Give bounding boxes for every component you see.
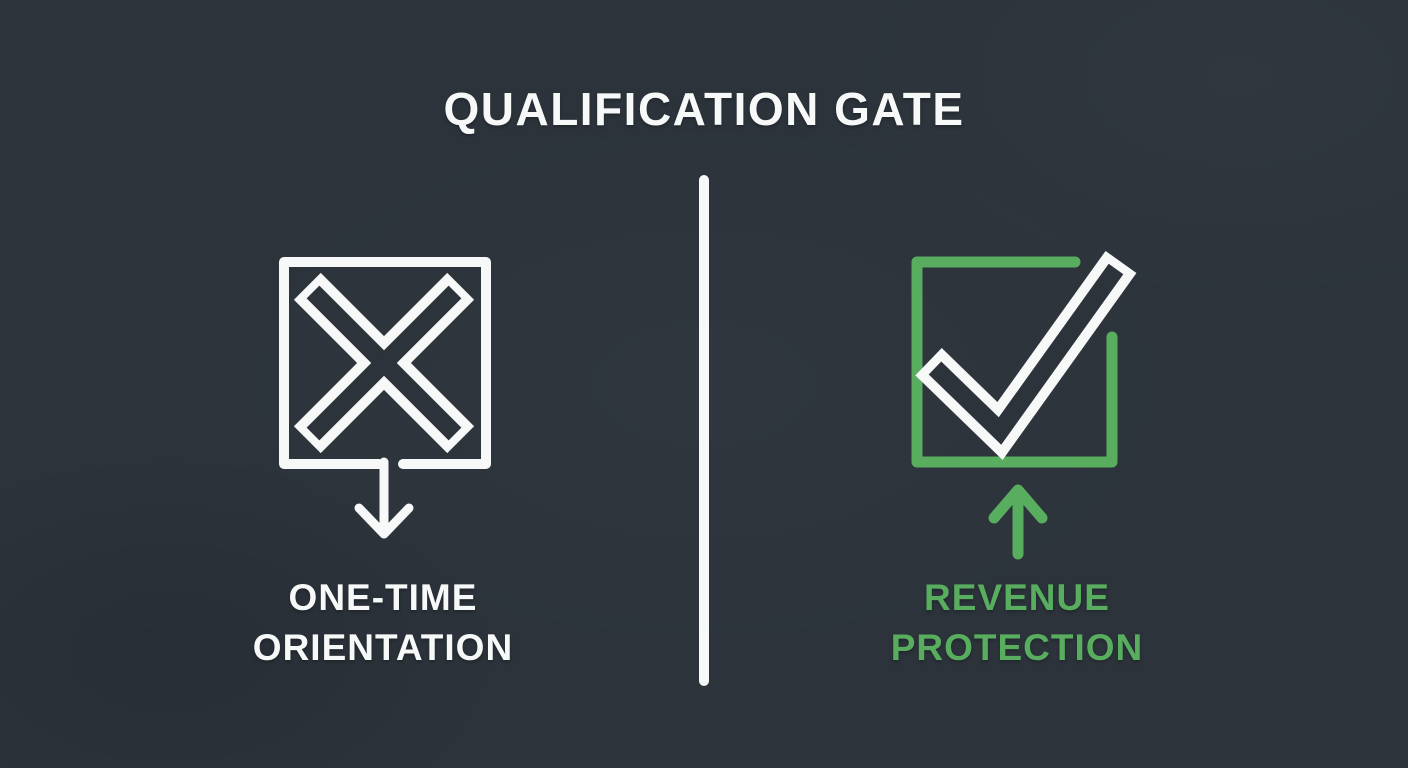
page-title: QUALIFICATION GATE (443, 83, 965, 135)
up-arrow-icon (988, 484, 1048, 560)
down-arrow-icon (354, 457, 414, 539)
right-label-line1: REVENUE (924, 577, 1110, 618)
left-panel-label: ONE-TIME ORIENTATION (163, 573, 603, 673)
left-label-line2: ORIENTATION (252, 627, 514, 668)
left-label-line1: ONE-TIME (288, 577, 478, 618)
right-label-line2: PROTECTION (890, 627, 1144, 668)
right-panel-label: REVENUE PROTECTION (797, 573, 1237, 673)
rejected-checkbox-icon (279, 257, 491, 469)
checked-checkbox-icon (911, 250, 1137, 468)
